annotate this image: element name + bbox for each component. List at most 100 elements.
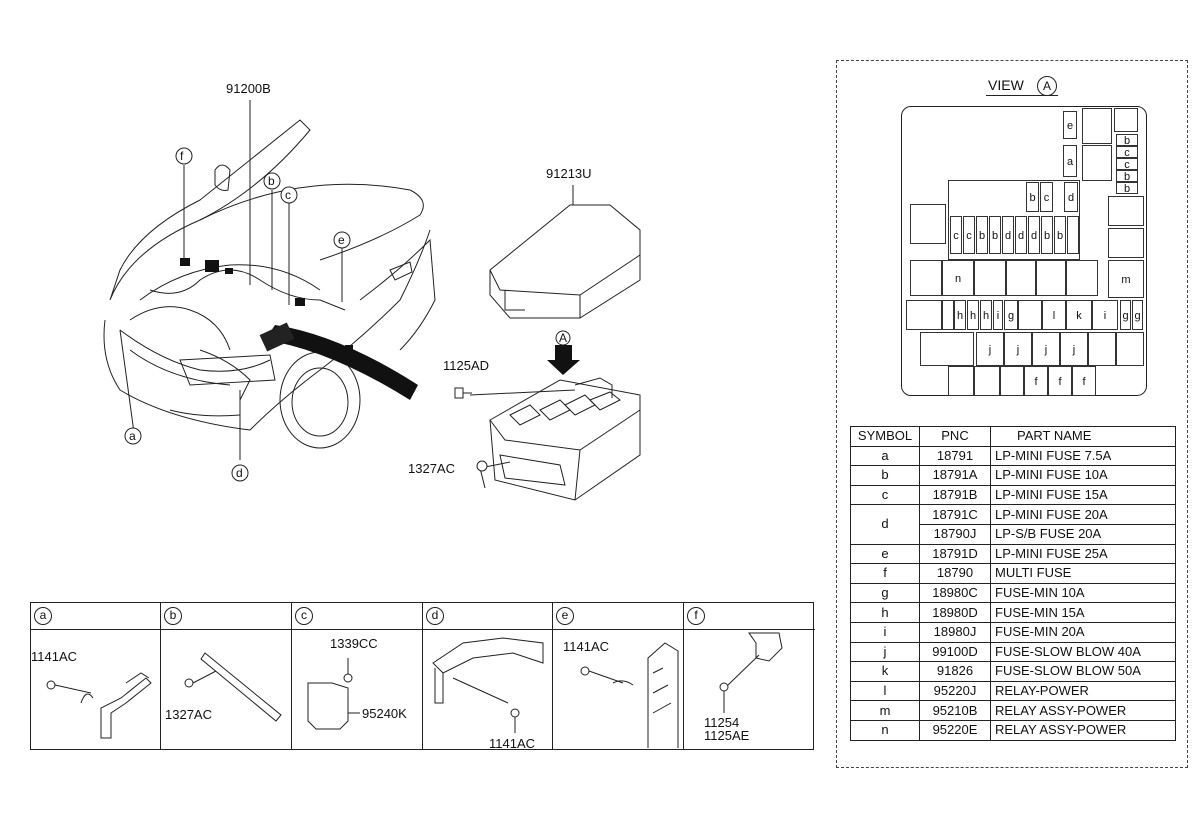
- slot: b: [1054, 216, 1066, 254]
- detail-a-drawing: [46, 672, 152, 739]
- cell-symbol: d: [850, 504, 920, 545]
- slot: [1067, 216, 1079, 254]
- cell-symbol: m: [850, 700, 920, 721]
- slot: b: [989, 216, 1001, 254]
- detail-d: d 1141AC: [423, 603, 553, 751]
- detail-label: 1141AC: [31, 649, 78, 664]
- car-letter-e: e: [338, 233, 345, 247]
- slot: [942, 300, 954, 330]
- detail-letter: f: [687, 607, 705, 625]
- slot: j: [976, 332, 1004, 366]
- cell-pnc: 95220J: [919, 680, 991, 702]
- cell-symbol: h: [850, 602, 920, 623]
- cell-part-name: FUSE-MIN 15A: [990, 602, 1176, 623]
- cell-pnc: 18791: [919, 445, 991, 467]
- slot: [1116, 332, 1144, 366]
- slot: h: [980, 300, 992, 330]
- bolt-1125ad-icon: [454, 387, 472, 399]
- cell-part-name: FUSE-SLOW BLOW 50A: [990, 661, 1176, 682]
- cell-pnc: 18980J: [919, 621, 991, 643]
- detail-b-drawing: [184, 652, 282, 722]
- cell-part-name: RELAY ASSY-POWER: [990, 700, 1176, 721]
- slot: [1006, 260, 1036, 296]
- cell-pnc: 18791A: [919, 465, 991, 486]
- slot: d: [1002, 216, 1014, 254]
- slot: [1018, 300, 1042, 330]
- cell-part-name: FUSE-SLOW BLOW 40A: [990, 641, 1176, 663]
- nut-1327ac-icon: [476, 460, 488, 472]
- car-letter-a: a: [129, 429, 136, 443]
- slot: c: [1040, 182, 1053, 212]
- slot: j: [1004, 332, 1032, 366]
- slot: j: [1032, 332, 1060, 366]
- cell-symbol: n: [850, 719, 920, 741]
- harness-lines: [119, 100, 346, 460]
- callout-1125ad: 1125AD: [443, 358, 489, 373]
- cell-symbol: a: [850, 445, 920, 467]
- slot: b: [1116, 182, 1138, 195]
- slot: d: [1015, 216, 1027, 254]
- slot: g: [1004, 300, 1018, 330]
- slot: b: [1041, 216, 1053, 254]
- cell-pnc: 18791C: [919, 504, 991, 525]
- slot: [910, 204, 946, 244]
- slot: f: [1048, 366, 1072, 396]
- cell-symbol: g: [850, 582, 920, 604]
- slot: [920, 332, 974, 366]
- slot: i: [1092, 300, 1118, 330]
- cell-part-name: LP-MINI FUSE 15A: [990, 484, 1176, 506]
- slot: c: [963, 216, 975, 254]
- slot: h: [954, 300, 966, 330]
- cell-symbol: k: [850, 661, 920, 682]
- cell-symbol: b: [850, 465, 920, 486]
- view-a-panel: [836, 60, 1188, 768]
- slot: m: [1108, 260, 1144, 298]
- slot: b: [1026, 182, 1039, 212]
- cell-pnc: 18791D: [919, 543, 991, 565]
- cell-symbol: f: [850, 563, 920, 584]
- leader-lines: [183, 165, 576, 489]
- view-underline: [986, 95, 1058, 96]
- cell-pnc: 95210B: [919, 700, 991, 721]
- cell-part-name: FUSE-MIN 10A: [990, 582, 1176, 604]
- slot: [1108, 196, 1144, 226]
- car-letter-d: d: [236, 466, 243, 480]
- car-outline: [103, 119, 436, 449]
- slot: [1108, 228, 1144, 258]
- slot: [1088, 332, 1116, 366]
- detail-label: 1327AC: [165, 707, 212, 722]
- slot: b: [1116, 134, 1138, 147]
- header-part-name: PART NAME: [990, 426, 1176, 447]
- slot: e: [1063, 111, 1077, 139]
- detail-c-drawing: [307, 658, 360, 730]
- view-a-arrow: [547, 330, 580, 375]
- cell-pnc: 99100D: [919, 641, 991, 663]
- detail-a: a 1141AC: [31, 603, 161, 749]
- cell-part-name: LP-MINI FUSE 20A: [990, 504, 1176, 525]
- slot: c: [950, 216, 962, 254]
- slot: a: [1063, 145, 1077, 177]
- cell-pnc: 18790: [919, 563, 991, 584]
- fuse-box-cover: [489, 204, 641, 319]
- slot: [1082, 145, 1112, 181]
- slot: d: [1064, 182, 1078, 212]
- detail-c: c 1339CC 95240K: [292, 603, 423, 749]
- view-letter: A: [1037, 76, 1057, 96]
- detail-label: 1141AC: [489, 736, 536, 751]
- slot: [910, 260, 942, 296]
- cell-part-name: RELAY-POWER: [990, 680, 1176, 702]
- cell-part-name: LP-MINI FUSE 10A: [990, 465, 1176, 486]
- slot: [948, 366, 974, 396]
- harness-main-cable: [265, 325, 418, 400]
- slot: [974, 260, 1006, 296]
